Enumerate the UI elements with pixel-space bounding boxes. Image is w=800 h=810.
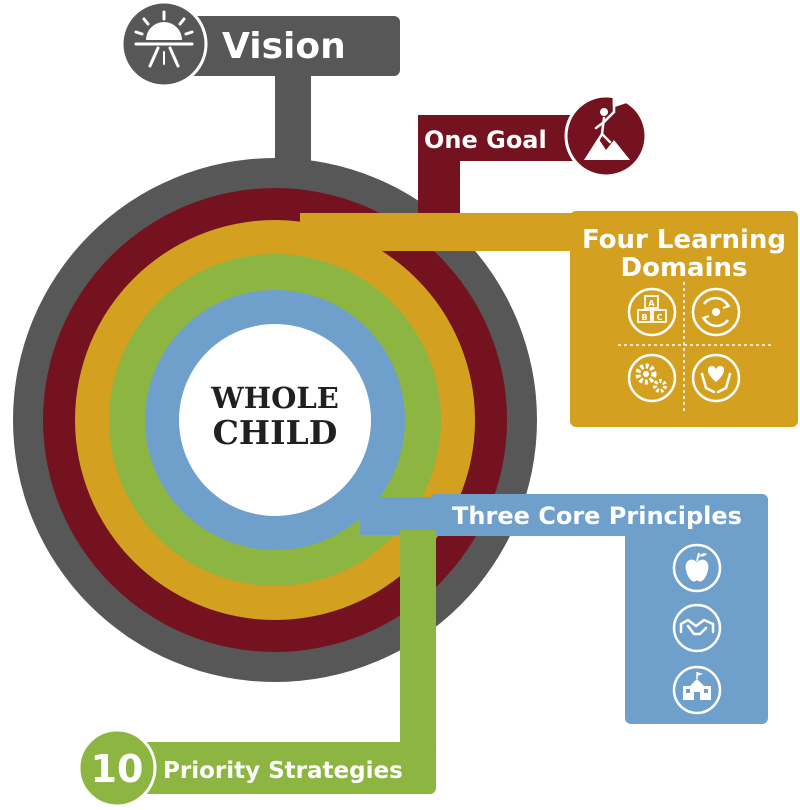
sunrise-road-icon <box>134 10 194 68</box>
brain-cycle-icon <box>691 287 741 337</box>
svg-text:A: A <box>648 299 655 308</box>
abc-blocks-icon: A B C <box>627 287 677 337</box>
vision-label: Vision <box>222 26 346 67</box>
heart-hands-icon <box>691 353 741 403</box>
handshake-icon <box>672 603 722 653</box>
strategies-label: Priority Strategies <box>163 758 403 784</box>
domains-label-line2: Domains <box>621 253 748 283</box>
domains-label-line1: Four Learning <box>582 225 786 255</box>
gears-icon <box>627 353 677 403</box>
strategies-number: 10 <box>91 747 144 791</box>
strategies-element: 10 Priority Strategies <box>77 530 436 808</box>
apple-icon <box>672 543 722 593</box>
principles-element: Three Core Principles <box>360 494 768 724</box>
svg-text:C: C <box>657 313 663 322</box>
goal-label: One Goal <box>424 126 547 154</box>
vision-element: Vision <box>120 0 400 180</box>
center-line1: WHOLE <box>210 381 339 415</box>
domains-element: Four Learning Domains A B C <box>300 211 798 427</box>
center-line2: CHILD <box>213 413 338 452</box>
center-label: WHOLE CHILD <box>210 381 339 452</box>
principles-label: Three Core Principles <box>452 502 742 530</box>
climber-flag-icon <box>584 96 630 160</box>
center-circle <box>179 324 371 516</box>
svg-text:B: B <box>641 313 647 322</box>
goal-element: One Goal <box>418 94 648 230</box>
school-building-icon <box>672 665 722 715</box>
